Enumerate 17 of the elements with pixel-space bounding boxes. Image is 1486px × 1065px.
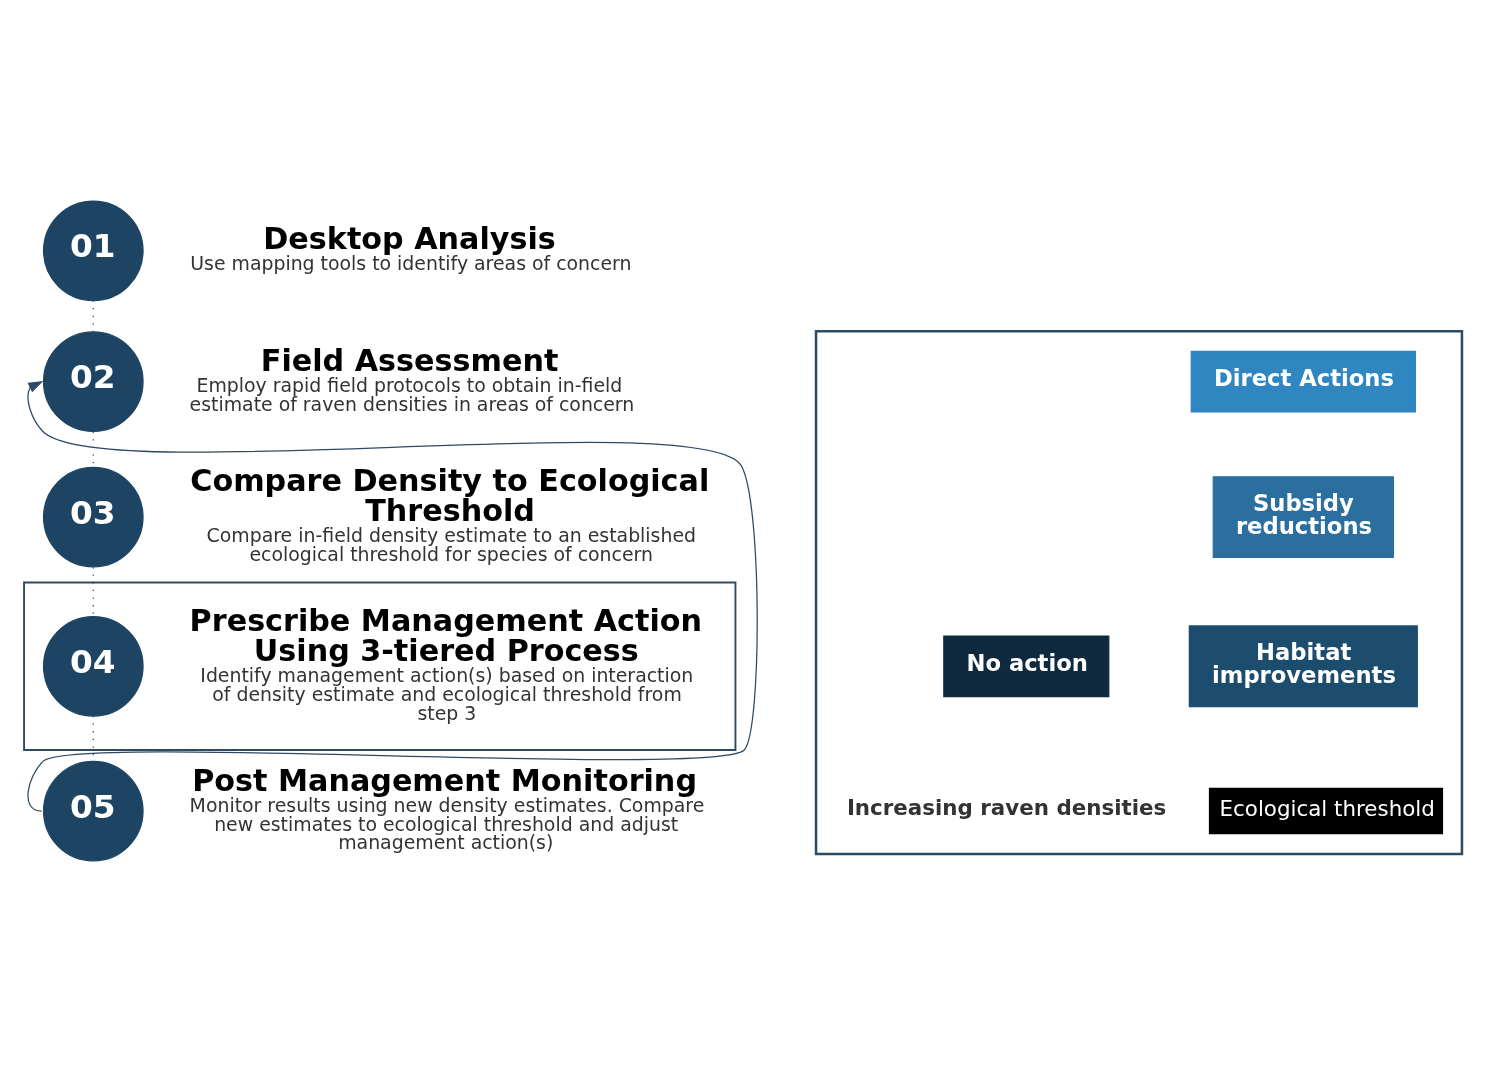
- label: Increasing raven densities: [846, 794, 1167, 820]
- node-circle: 04: [42, 615, 144, 717]
- label: Ecological threshold: [1219, 796, 1435, 822]
- node-label: Post Management Monitoring: [192, 762, 698, 798]
- cluster: [23, 581, 737, 751]
- node-box: No action: [943, 635, 1110, 698]
- cluster: [814, 330, 1464, 856]
- node-circle: 05: [42, 760, 144, 862]
- node-box: Subsidy reductions: [1212, 476, 1394, 558]
- arrow: [27, 380, 758, 812]
- node-label: Prescribe Management Action Using 3-tiered Process: [189, 602, 703, 668]
- node-circle: 02: [42, 331, 144, 433]
- node-box: Habitat improvements: [1188, 625, 1418, 708]
- node-label: Compare in-field density estimate to an established ecological threshold for species of concern: [206, 524, 697, 566]
- node-box: Direct Actions: [1190, 350, 1416, 413]
- node-circle: 01: [42, 200, 144, 302]
- node-circle: 03: [42, 466, 144, 568]
